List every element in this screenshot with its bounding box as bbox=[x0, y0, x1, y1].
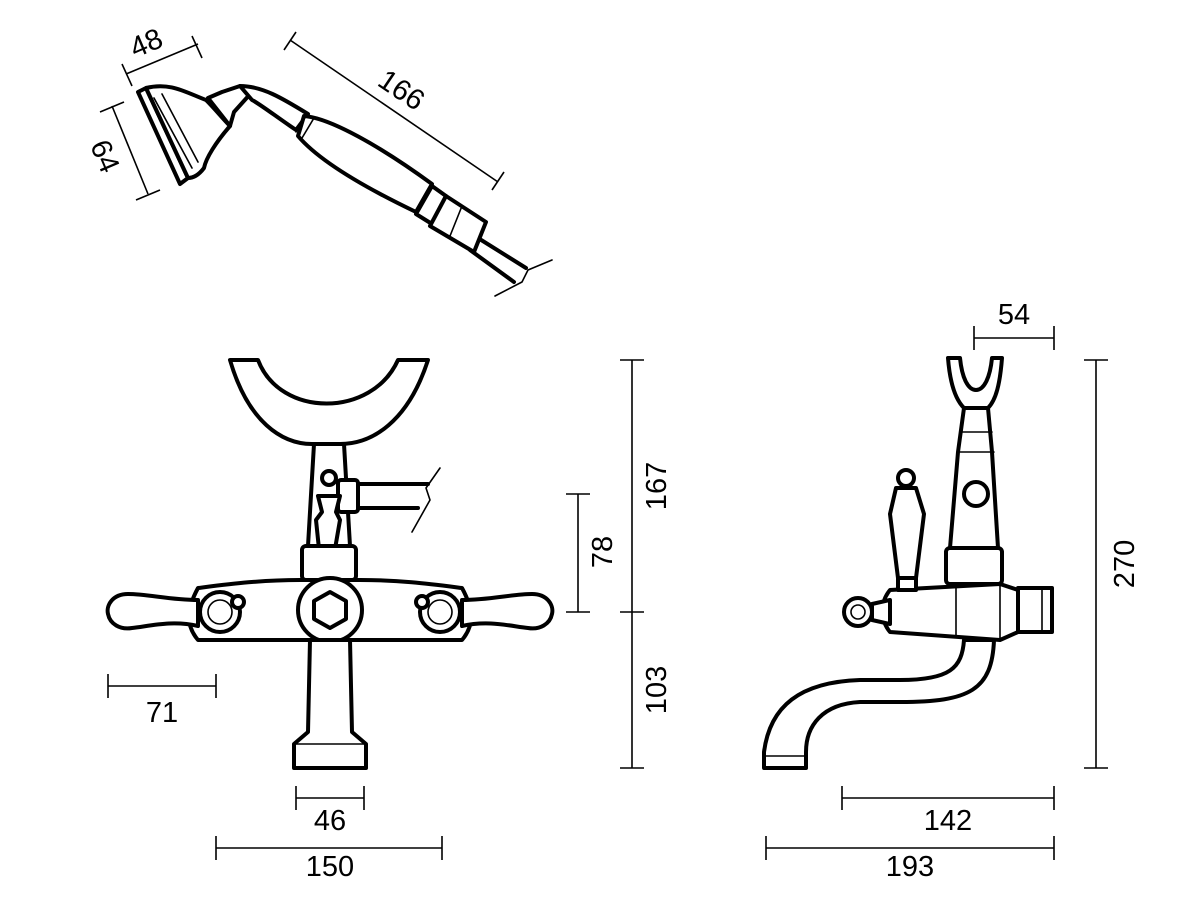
dimension-label-167: 167 bbox=[641, 462, 673, 510]
dimension-label-64: 64 bbox=[83, 135, 125, 177]
front-right-handle bbox=[460, 592, 555, 631]
dimension-label-142: 142 bbox=[924, 805, 972, 837]
side-cradle-column bbox=[948, 406, 1000, 550]
dimension-label-150: 150 bbox=[306, 851, 354, 883]
dimension-cradle-width: 54 bbox=[973, 299, 1055, 350]
dimension-front-lower-height: 103 bbox=[620, 612, 673, 769]
front-view-drawing bbox=[105, 358, 555, 770]
dimension-label-48: 48 bbox=[125, 23, 167, 65]
head-ring-detail bbox=[153, 93, 199, 169]
dimension-label-193: 193 bbox=[886, 851, 934, 883]
side-column-base bbox=[944, 546, 1004, 586]
dimension-front-foot-width: 46 bbox=[295, 786, 365, 837]
front-hose-break bbox=[411, 467, 441, 533]
side-lever bbox=[888, 486, 926, 580]
side-body bbox=[880, 582, 1020, 642]
dimension-side-total-depth: 193 bbox=[765, 836, 1055, 883]
side-cradle-fork bbox=[946, 356, 1004, 410]
hand-shower-handle bbox=[296, 114, 434, 214]
dimension-side-total-height: 270 bbox=[1084, 359, 1141, 769]
side-valve-inner bbox=[850, 604, 866, 620]
dimension-label-46: 46 bbox=[314, 805, 346, 837]
dimension-front-handle-reach: 71 bbox=[107, 674, 217, 729]
side-view-drawing bbox=[762, 356, 1054, 770]
front-cradle bbox=[228, 358, 430, 446]
dimension-label-78: 78 bbox=[587, 536, 619, 568]
front-center-hex bbox=[312, 590, 348, 630]
dimension-front-total-width: 150 bbox=[215, 836, 443, 883]
front-column bbox=[300, 544, 358, 582]
side-outlet-cap bbox=[1016, 586, 1054, 634]
handle-collar bbox=[295, 115, 315, 139]
front-hose bbox=[348, 482, 430, 510]
dimension-front-lever-height: 78 bbox=[566, 493, 619, 613]
front-left-valve-inner bbox=[207, 599, 233, 625]
sleeve-line bbox=[449, 205, 463, 237]
side-column-knob bbox=[962, 480, 990, 508]
front-right-valve-nut bbox=[414, 594, 430, 610]
dimension-label-54: 54 bbox=[998, 299, 1030, 331]
dimension-label-103: 103 bbox=[641, 666, 673, 714]
hand-shower-hose bbox=[468, 236, 528, 284]
front-right-valve-inner bbox=[427, 599, 453, 625]
hand-shower-arm bbox=[238, 84, 310, 132]
side-valve bbox=[842, 596, 874, 628]
side-lever-base bbox=[896, 576, 918, 592]
dimension-label-71: 71 bbox=[146, 697, 178, 729]
hose-break-mark bbox=[494, 259, 553, 297]
hand-shower-drawing bbox=[136, 84, 553, 297]
dimension-hand-shower-depth: 48 bbox=[121, 23, 203, 87]
front-spout bbox=[292, 638, 368, 770]
dimension-label-166: 166 bbox=[372, 64, 430, 118]
front-left-valve-nut bbox=[230, 594, 246, 610]
front-diverter-knob bbox=[320, 469, 338, 487]
dimension-label-270: 270 bbox=[1109, 540, 1141, 588]
front-left-handle bbox=[105, 592, 200, 631]
side-valve-stem bbox=[870, 598, 892, 626]
hand-shower-sleeve bbox=[428, 194, 488, 254]
dimension-side-spout-reach: 142 bbox=[841, 786, 1055, 837]
side-spout bbox=[762, 638, 996, 770]
side-lever-knob bbox=[896, 468, 916, 488]
dimension-front-upper-height: 167 bbox=[620, 359, 673, 613]
